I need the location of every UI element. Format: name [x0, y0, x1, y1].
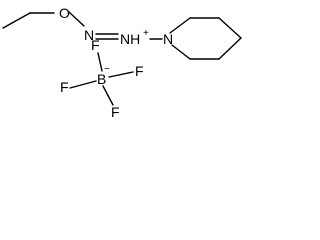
o-n-bond — [68, 11, 85, 27]
atom-boron: B — [97, 71, 106, 87]
b-f-bottom-bond — [102, 85, 114, 106]
b-f-right-bond — [108, 71, 134, 78]
chemical-structure: O N NH + N B − F F F F — [2, 5, 242, 120]
positive-charge: + — [143, 28, 149, 39]
structure-canvas: O N NH + N B − F F F F — [0, 0, 246, 124]
ring-bond-3 — [218, 17, 242, 39]
ring-bond-4 — [218, 37, 242, 60]
negative-charge: − — [104, 64, 110, 75]
b-f-top-bond — [97, 52, 103, 72]
atom-oxygen: O — [59, 5, 70, 21]
atom-nitrogen-piperidine: N — [163, 31, 173, 47]
atom-fluorine-right: F — [135, 63, 144, 79]
atom-fluorine-left: F — [60, 79, 69, 95]
atom-fluorine-top: F — [91, 37, 100, 53]
ethyl-ch3-bond — [2, 12, 31, 29]
ring-bond-6 — [171, 44, 191, 60]
atom-fluorine-bottom: F — [111, 104, 120, 120]
atom-nitrogen-1: N — [84, 27, 94, 43]
ring-bond-1 — [169, 17, 191, 34]
atom-nitrogen-hydrogen: NH — [120, 31, 140, 47]
b-f-left-bond — [69, 80, 97, 89]
